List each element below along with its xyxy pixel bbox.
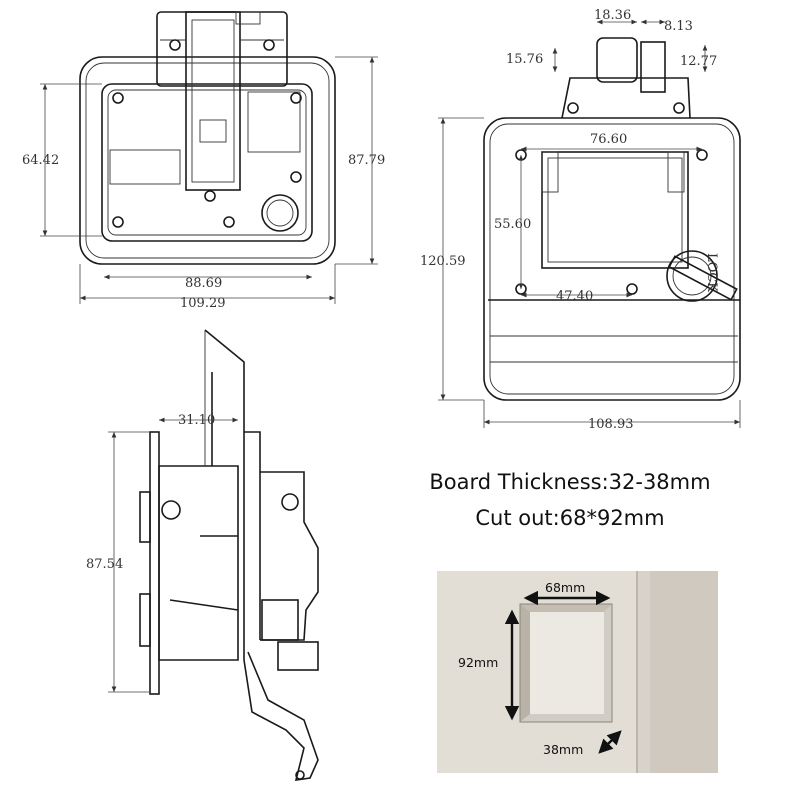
board-thickness-note: Board Thickness:32-38mm	[429, 470, 711, 494]
front-height-inner: 64.42	[22, 153, 59, 168]
side-view: 31.10 87.54	[86, 329, 319, 781]
rear-top-c: 15.76	[506, 52, 543, 67]
rear-hole-span-vertical: 55.60	[494, 217, 531, 232]
rear-top-a: 18.36	[594, 8, 631, 23]
rear-width-total: 108.93	[588, 417, 634, 432]
rear-hole-span-top: 76.60	[590, 132, 627, 147]
lock-label: LOCK	[704, 253, 719, 292]
side-depth: 31.10	[178, 413, 215, 428]
rear-hole-span-bottom: 47.40	[556, 289, 593, 304]
front-width-outer: 109.29	[180, 296, 226, 311]
rear-top-d: 12.77	[680, 54, 717, 69]
front-view: 64.42 87.79 88.69 109.29	[22, 11, 385, 311]
side-height: 87.54	[86, 557, 123, 572]
cut-out-note: Cut out:68*92mm	[475, 506, 665, 530]
photo-width-label: 68mm	[545, 580, 585, 595]
rear-top-b: 8.13	[664, 19, 693, 34]
cutout-photo: 68mm 92mm 38mm	[437, 571, 718, 773]
front-width-inner: 88.69	[185, 276, 222, 291]
rear-view: LOCK 18.36 8.13 15.76 12.77 76.60 55.60 …	[420, 8, 741, 432]
front-height-outer: 87.79	[348, 153, 385, 168]
photo-depth-label: 38mm	[543, 742, 583, 757]
photo-height-label: 92mm	[458, 655, 498, 670]
rear-height-total: 120.59	[420, 254, 466, 269]
